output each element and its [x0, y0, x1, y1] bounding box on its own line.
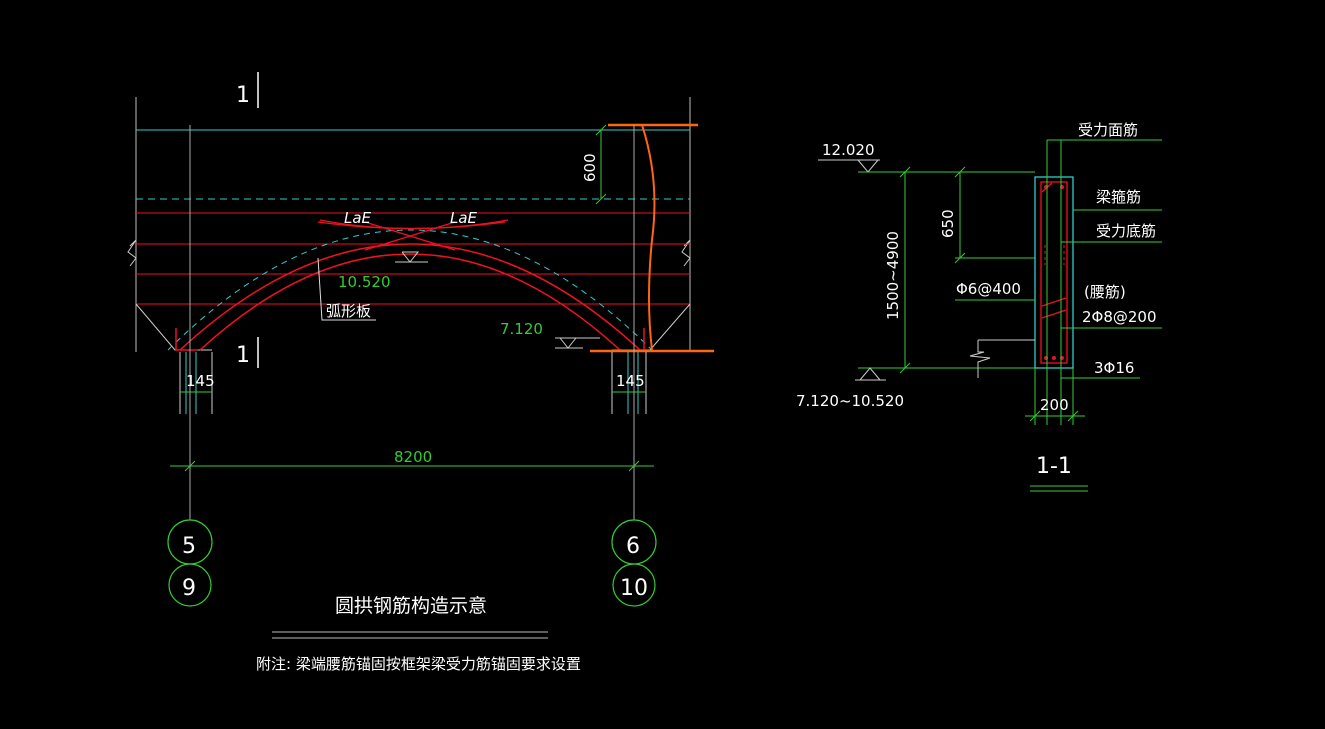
- left-hook: [175, 328, 198, 351]
- bottom-bar-2: [1052, 356, 1056, 360]
- axis-bubble-left-bottom: [168, 563, 212, 607]
- level-mark-arch-top: [401, 251, 420, 263]
- beam-stirrup: [1040, 181, 1068, 364]
- axis-right-top: 6: [626, 534, 640, 559]
- section-width: 200: [1040, 396, 1069, 414]
- arch-plate-leader: [317, 257, 376, 321]
- axis-left-bottom: 9: [182, 576, 196, 601]
- lae-bar-right: [317, 219, 509, 230]
- dim-650: 650: [939, 209, 957, 238]
- dim-650-tick-top: [954, 166, 966, 178]
- height-dim-tick-top: [899, 166, 911, 178]
- section-level-bottom-mark: [859, 367, 881, 381]
- dim-145-left: 145: [186, 372, 215, 390]
- right-break-line: [681, 239, 691, 267]
- axis-bubble-right-bottom: [612, 563, 656, 607]
- dim-650-tick-bottom: [954, 252, 966, 264]
- right-hook: [622, 328, 645, 351]
- drawing-note: 附注: 梁端腰筋锚固按框架梁受力筋锚固要求设置: [256, 655, 581, 673]
- width-dim-tick-right: [1067, 410, 1079, 422]
- beam-section-outline: [1034, 176, 1074, 369]
- left-haunch: [135, 303, 212, 351]
- top-bar-label: 受力面筋: [1078, 121, 1138, 139]
- lae-label-left: LaE: [344, 209, 372, 227]
- section-break-line: [969, 340, 991, 378]
- section-level-top-mark: [857, 159, 879, 173]
- section-mark-bottom: 1: [236, 343, 250, 368]
- dim-600-tick-top: [595, 124, 607, 136]
- arch-inner-curve: [199, 253, 621, 351]
- waist-tie-1: [1041, 297, 1067, 307]
- arch-plate-label: 弧形板: [326, 302, 371, 320]
- arch-outer-curve: [179, 243, 641, 351]
- bottom-bar-spec: 3Φ16: [1094, 359, 1134, 377]
- span-dim: 8200: [394, 448, 432, 466]
- axis-left-top: 5: [182, 534, 196, 559]
- span-dim-tick-right: [628, 460, 640, 472]
- span-dim-tick-left: [184, 460, 196, 472]
- dim-600: 600: [581, 153, 599, 182]
- dim-600-tick-bottom: [595, 193, 607, 205]
- lae-cross-2: [364, 221, 456, 251]
- axis-right-bottom: 10: [620, 576, 648, 601]
- left-break-line: [127, 239, 137, 267]
- arch-dashed-curve: [167, 229, 653, 351]
- section-1-1: 12.020 7.120~10.520 1500~4900 650: [796, 121, 1162, 492]
- section-name: 1-1: [1036, 454, 1072, 479]
- title-block: 圆拱钢筋构造示意 附注: 梁端腰筋锚固按框架梁受力筋锚固要求设置: [256, 595, 581, 673]
- orange-vertical-bar: [641, 124, 656, 351]
- level-support: 7.120: [500, 320, 543, 338]
- waist-tie-2: [1041, 309, 1067, 319]
- arch-elevation: LaE LaE 10.520 弧形板 7.120 600 1 1: [127, 72, 714, 607]
- level-mark-support: [559, 337, 577, 349]
- level-arch-top: 10.520: [338, 273, 391, 291]
- stirrup-spec: Φ6@400: [956, 280, 1021, 298]
- bottom-bar-label: 受力底筋: [1096, 222, 1156, 240]
- drawing-title: 圆拱钢筋构造示意: [335, 595, 487, 617]
- height-dim-tick-bottom: [899, 362, 911, 374]
- section-level-bottom: 7.120~10.520: [796, 392, 904, 410]
- stirrup-label: 梁箍筋: [1096, 188, 1141, 206]
- dim-145-right: 145: [616, 372, 645, 390]
- section-level-top: 12.020: [822, 141, 875, 159]
- section-mark-top: 1: [236, 83, 250, 108]
- waist-bar-label: (腰筋): [1084, 283, 1126, 301]
- lae-label-right: LaE: [450, 209, 478, 227]
- height-range: 1500~4900: [884, 231, 902, 320]
- waist-bar-spec: 2Φ8@200: [1082, 308, 1157, 326]
- width-dim-tick-left: [1029, 410, 1041, 422]
